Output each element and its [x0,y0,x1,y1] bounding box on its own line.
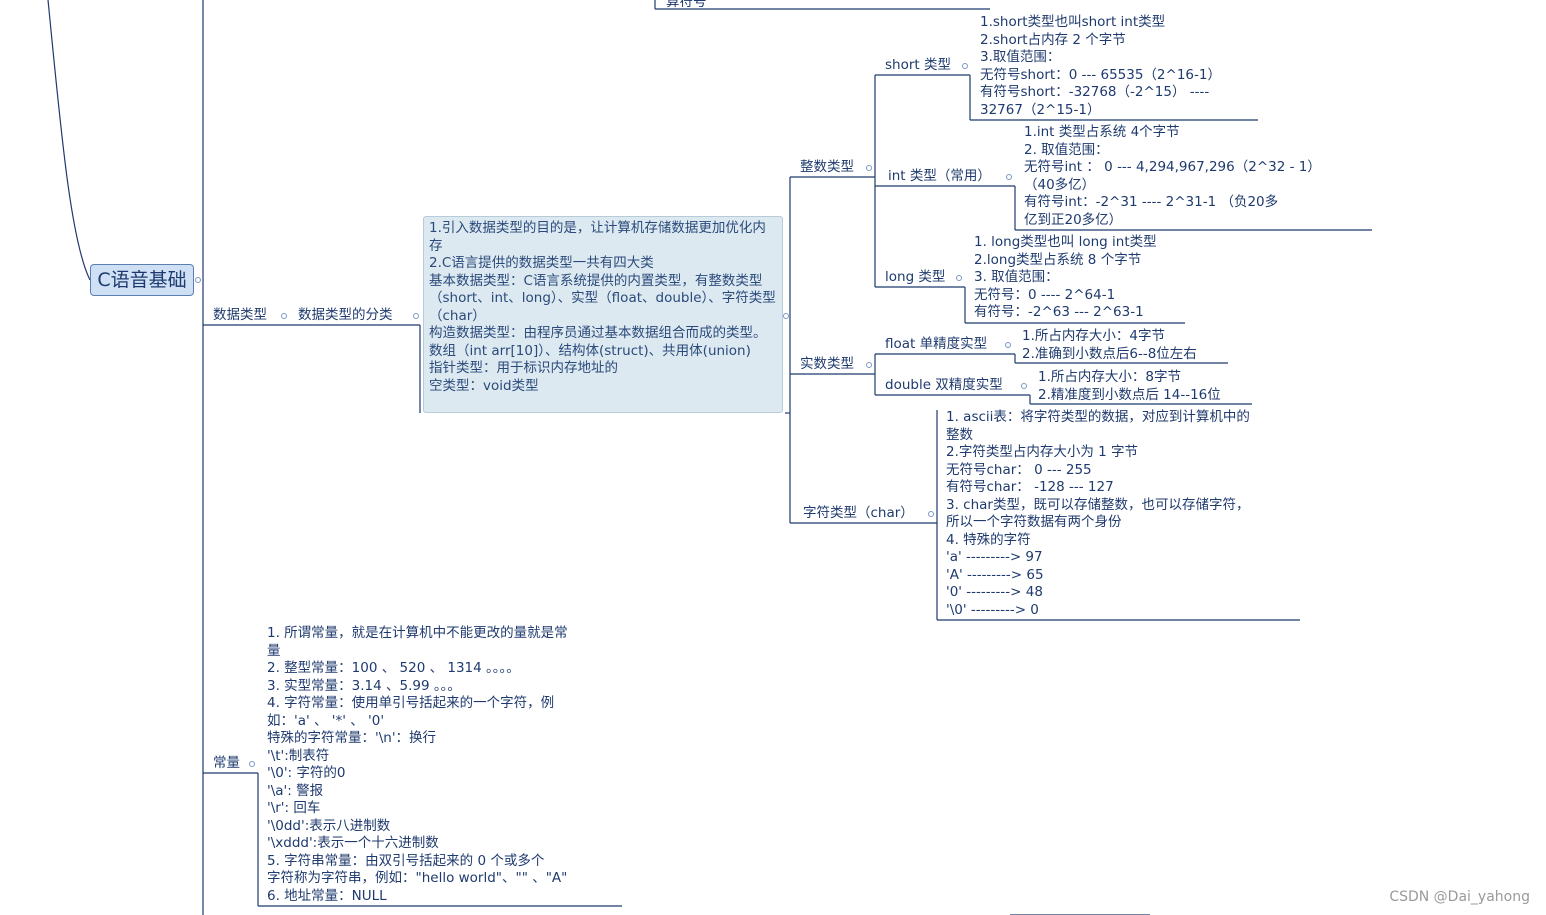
note-line: 1. 所谓常量，就是在计算机中不能更改的量就是常 [267,625,568,641]
node-long-type[interactable]: long 类型 [885,269,946,285]
note-line: 2.long类型占系统 8 个字节 [974,251,1142,268]
note-line: '\0': 字符的0 [267,765,346,781]
collapse-dot-icon[interactable] [1006,174,1012,180]
double-notes: 1.所占内存大小：8字节 2.精准度到小数点后 14--16位 [1038,369,1221,404]
note-line: 4. 字符常量：使用单引号括起来的一个字符，例 [267,695,555,711]
node-classification[interactable]: 数据类型的分类 [298,307,393,323]
note-line: 有符号：-2^63 --- 2^63-1 [974,304,1144,320]
node-int-type[interactable]: int 类型（常用） [888,168,991,184]
collapse-dot-icon[interactable] [928,511,934,517]
note-line: 如：'a' 、 '*' 、 '0' [267,712,385,729]
note-line: '\0dd':表示八进制数 [267,817,391,834]
node-real-types[interactable]: 实数类型 [800,356,854,372]
note-line: 'a' ---------> 97 [946,549,1043,565]
node-integer-types[interactable]: 整数类型 [800,159,854,175]
node-data-types[interactable]: 数据类型 [213,307,267,323]
note-line: 2.short占内存 2 个字节 [980,31,1126,48]
note-line: 量 [267,642,281,659]
classification-description-box: 1.引入数据类型的目的是，让计算机存储数据更加优化内存 2.C语言提供的数据类型… [423,216,783,413]
collapse-dot-icon[interactable] [956,275,962,281]
note-line: 1.所占内存大小：4字节 [1022,328,1165,344]
collapse-dot-icon[interactable] [1005,342,1011,348]
note-line: 2.字符类型占内存大小为 1 字节 [946,444,1139,460]
note-line: '\xddd':表示一个十六进制数 [267,835,439,851]
note-line: 1.所占内存大小：8字节 [1038,369,1181,385]
note-line: 1.short类型也叫short int类型 [980,14,1166,30]
note-line: 有符号int：-2^31 ---- 2^31-1 （负20多 [1024,194,1279,210]
note-line: 'A' ---------> 65 [946,566,1044,583]
note-line: 4. 特殊的字符 [946,531,1031,548]
classification-line: 构造数据类型：由程序员通过基本数据组合而成的类型。数组（int arr[10]）… [429,325,767,359]
note-line: 无符号short：0 --- 65535（2^16-1） [980,66,1221,83]
note-line: 1.int 类型占系统 4个字节 [1024,124,1180,140]
note-line: 无符号char： 0 --- 255 [946,461,1092,478]
note-line: '\t':制表符 [267,747,330,764]
note-line: 字符称为字符串，例如："hello world"、"" 、"A" [267,870,568,886]
root-node[interactable]: C语音基础 [90,264,194,296]
float-notes: 1.所占内存大小：4字节 2.准确到小数点后6--8位左右 [1022,328,1197,363]
node-char-type[interactable]: 字符类型（char） [803,505,914,521]
note-line: 2.准确到小数点后6--8位左右 [1022,345,1197,362]
long-notes: 1. long类型也叫 long int类型 2.long类型占系统 8 个字节… [974,234,1157,322]
collapse-dot-icon[interactable] [195,277,201,283]
note-line: 2.精准度到小数点后 14--16位 [1038,386,1221,403]
top-clipped-label: 算符号 [666,0,707,10]
collapse-dot-icon[interactable] [962,63,968,69]
collapse-dot-icon[interactable] [783,313,789,319]
note-line: 5. 字符串常量：由双引号括起来的 0 个或多个 [267,852,545,869]
collapse-dot-icon[interactable] [413,313,419,319]
collapse-dot-icon[interactable] [1021,383,1027,389]
collapse-dot-icon[interactable] [866,165,872,171]
note-line: 2. 取值范围： [1024,141,1109,158]
collapse-dot-icon[interactable] [866,362,872,368]
int-notes: 1.int 类型占系统 4个字节 2. 取值范围： 无符号int ： 0 ---… [1024,124,1321,229]
char-notes: 1. ascii表：将字符类型的数据，对应到计算机中的 整数 2.字符类型占内存… [946,409,1250,619]
classification-line: 2.C语言提供的数据类型一共有四大类 [429,255,654,271]
note-line: 所以一个字符数据有两个身份 [946,514,1122,530]
note-line: （40多亿） [1024,176,1096,193]
note-line: 亿到正20多亿） [1024,211,1123,228]
note-line: 3. 实型常量：3.14 、5.99 。。。 [267,677,461,694]
note-line: '\r': 回车 [267,800,321,816]
classification-line: 空类型：void类型 [429,377,539,394]
note-line: 6. 地址常量：NULL [267,887,387,904]
short-notes: 1.short类型也叫short int类型 2.short占内存 2 个字节 … [980,14,1221,119]
note-line: 2. 整型常量：100 、 520 、 1314 。。。。 [267,660,520,676]
classification-line: 指针类型：用于标识内存地址的 [429,360,618,376]
collapse-dot-icon[interactable] [249,761,255,767]
classification-line: 1.引入数据类型的目的是，让计算机存储数据更加优化内存 [429,220,766,254]
node-short-type[interactable]: short 类型 [885,57,951,73]
node-double-type[interactable]: double 双精度实型 [885,377,1003,393]
note-line: 1. long类型也叫 long int类型 [974,234,1157,250]
note-line: 3. char类型，既可以存储整数，也可以存储字符， [946,496,1250,513]
note-line: 3.取值范围： [980,49,1061,65]
note-line: 有符号short：-32768（-2^15） ---- [980,84,1210,100]
constants-notes: 1. 所谓常量，就是在计算机中不能更改的量就是常 量 2. 整型常量：100 、… [267,625,568,905]
note-line: 特殊的字符常量：'\n'：换行 [267,730,437,746]
note-line: 32767（2^15-1） [980,101,1101,118]
watermark: CSDN @Dai_yahong [1389,889,1530,905]
note-line: '\0' ---------> 0 [946,601,1039,618]
note-line: 无符号int ： 0 --- 4,294,967,296（2^32 - 1） [1024,159,1321,175]
collapse-dot-icon[interactable] [281,313,287,319]
node-float-type[interactable]: float 单精度实型 [885,336,988,352]
note-line: '0' ---------> 48 [946,584,1043,600]
note-line: 有符号char： -128 --- 127 [946,479,1114,495]
note-line: 无符号：0 ---- 2^64-1 [974,286,1116,303]
note-line: 整数 [946,426,973,443]
node-constants[interactable]: 常量 [213,755,240,771]
classification-line: 基本数据类型：C语言系统提供的内置类型，有整数类型（short、int、long… [429,272,776,324]
note-line: 3. 取值范围： [974,269,1059,285]
note-line: 1. ascii表：将字符类型的数据，对应到计算机中的 [946,409,1250,425]
note-line: '\a': 警报 [267,782,324,799]
